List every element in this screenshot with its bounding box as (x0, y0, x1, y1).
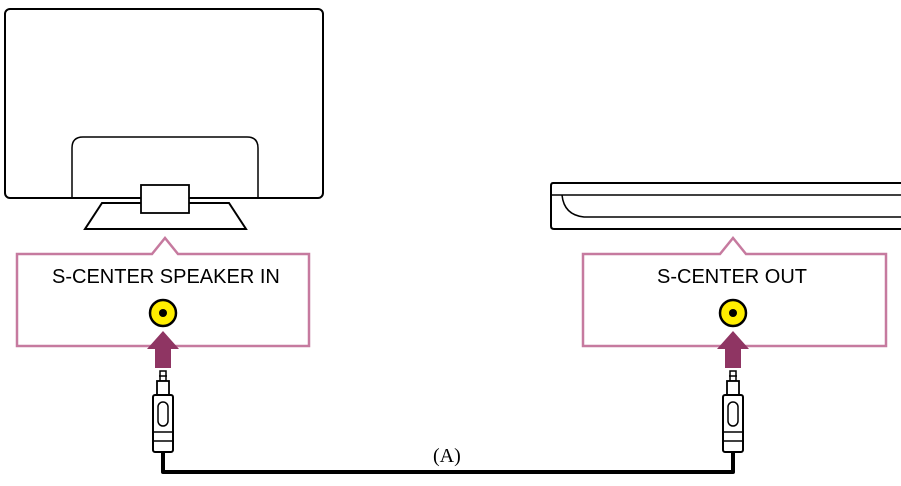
soundbar-body (550, 182, 901, 230)
cable: (A) (152, 370, 744, 474)
connection-arrow-icon (717, 331, 749, 368)
mini-plug-icon (152, 370, 174, 453)
tv-stand-neck (140, 184, 190, 214)
tv-callout-box (15, 236, 311, 348)
soundbar-callout: S-CENTER OUT (581, 236, 888, 368)
tv (4, 8, 324, 230)
cable-label: (A) (433, 445, 461, 467)
mini-plug-icon (722, 370, 744, 453)
tv-port-label: S-CENTER SPEAKER IN (52, 266, 280, 288)
yellow-rca-jack-icon (148, 298, 178, 328)
soundbar-port-label: S-CENTER OUT (657, 266, 807, 288)
soundbar-callout-box (581, 236, 888, 348)
soundbar-front-edge (561, 194, 901, 218)
yellow-rca-jack-icon (718, 298, 748, 328)
connection-arrow-icon (147, 331, 179, 368)
soundbar (550, 182, 901, 230)
tv-callout: S-CENTER SPEAKER IN (15, 236, 311, 368)
tv-stand-back (71, 136, 259, 198)
cable-wire (161, 452, 735, 474)
tv-screen (4, 8, 324, 199)
